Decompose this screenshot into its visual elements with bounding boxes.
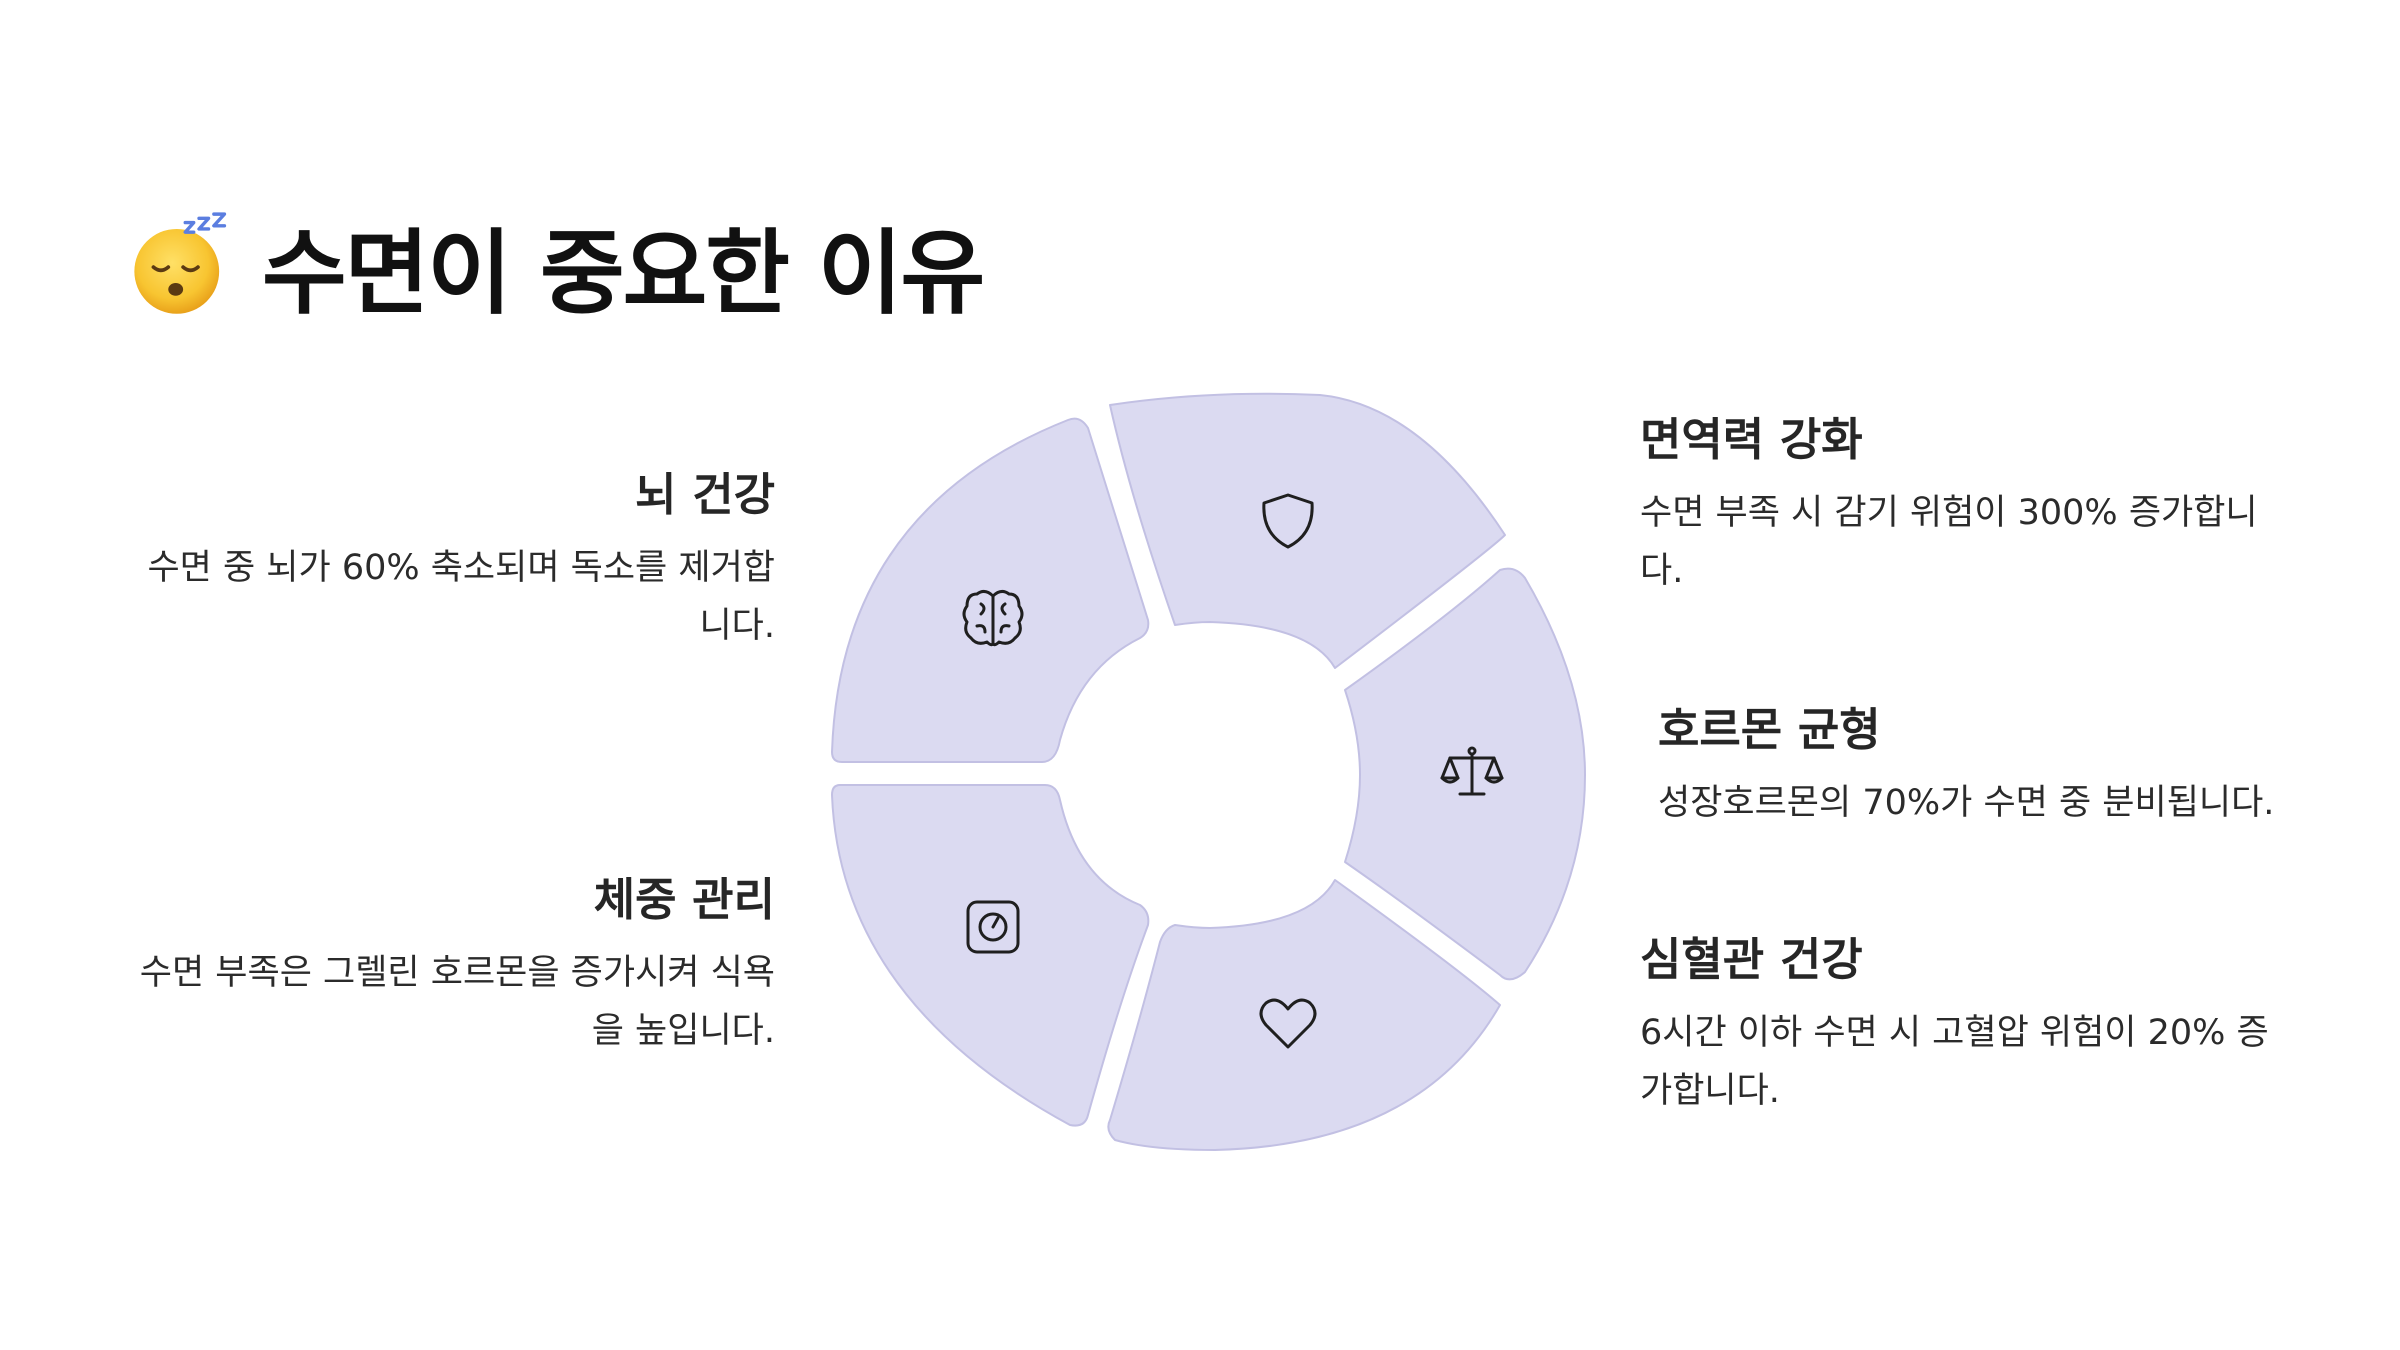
sleeping-face-icon bbox=[134, 212, 227, 314]
page-title-row: 수면이 중요한 이유 bbox=[128, 205, 985, 327]
item-description: 6시간 이하 수면 시 고혈압 위험이 20% 증가합니다. bbox=[1640, 1013, 2269, 1111]
page-title: 수면이 중요한 이유 bbox=[262, 219, 985, 327]
segment-hormone bbox=[1344, 567, 1586, 981]
segment-brain bbox=[831, 417, 1150, 763]
item-description: 수면 중 뇌가 60% 축소되며 독소를 제거합니다. bbox=[147, 548, 775, 646]
item-weight-management: 체중 관리 수면 부족은 그렐린 호르몬을 증가시켜 식욕을 높입니다. bbox=[135, 870, 775, 1060]
segment-weight bbox=[831, 784, 1150, 1127]
item-description: 수면 부족은 그렐린 호르몬을 증가시켜 식욕을 높입니다. bbox=[139, 953, 775, 1051]
item-immune-boost: 면역력 강화 수면 부족 시 감기 위험이 300% 증가합니다. bbox=[1640, 410, 2280, 600]
item-description: 성장호르몬의 70%가 수면 중 분비됩니다. bbox=[1658, 783, 2275, 823]
segment-heart bbox=[1107, 879, 1501, 1151]
item-title: 심혈관 건강 bbox=[1640, 933, 1863, 986]
shield-icon bbox=[1262, 493, 1314, 549]
item-title: 호르몬 균형 bbox=[1658, 703, 1881, 756]
item-brain-health: 뇌 건강 수면 중 뇌가 60% 축소되며 독소를 제거합니다. bbox=[135, 465, 775, 655]
item-title: 체중 관리 bbox=[593, 873, 775, 926]
brain-icon bbox=[962, 589, 1024, 647]
scale-icon bbox=[966, 900, 1020, 954]
heart-icon bbox=[1259, 998, 1317, 1049]
item-hormone-balance: 호르몬 균형 성장호르몬의 70%가 수면 중 분비됩니다. bbox=[1658, 700, 2298, 832]
item-title: 뇌 건강 bbox=[635, 468, 775, 521]
item-title: 면역력 강화 bbox=[1640, 413, 1863, 466]
item-cardiovascular-health: 심혈관 건강 6시간 이하 수면 시 고혈압 위험이 20% 증가합니다. bbox=[1640, 930, 2280, 1120]
balance-icon bbox=[1440, 746, 1504, 796]
item-description: 수면 부족 시 감기 위험이 300% 증가합니다. bbox=[1640, 493, 2258, 591]
